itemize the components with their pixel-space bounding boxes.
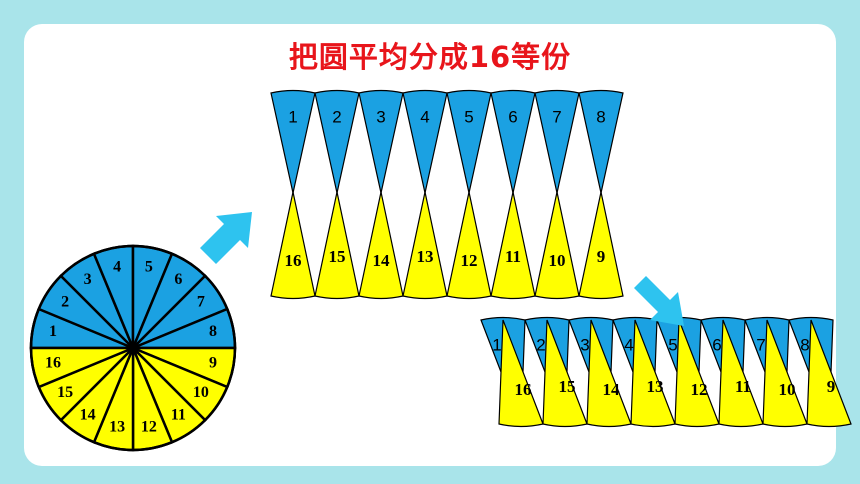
yellow-sector-label: 14 (603, 380, 621, 399)
interleaved-sectors: 1 16 2 15 3 14 4 13 5 12 6 11 7 10 8 9 (480, 316, 852, 428)
blue-sector-label: 3 (580, 335, 589, 354)
blue-sector (446, 89, 492, 194)
yellow-sector (446, 191, 492, 300)
yellow-sector (806, 319, 852, 428)
circle-sector-label: 1 (49, 323, 57, 340)
blue-sector (314, 89, 360, 194)
blue-sector (402, 89, 448, 194)
yellow-sector-label: 12 (691, 380, 708, 399)
circle-sector-label: 4 (113, 259, 121, 276)
blue-sector (578, 89, 624, 194)
yellow-sector (270, 191, 316, 300)
yellow-sector-label: 9 (827, 377, 836, 396)
yellow-sector-label: 11 (735, 377, 751, 396)
circle-sector-label: 14 (80, 407, 96, 424)
circle-sector-label: 16 (45, 355, 61, 372)
circle-sector-label: 15 (57, 384, 73, 401)
blue-sector (358, 89, 404, 194)
circle-sector-label: 9 (209, 355, 217, 372)
blue-sector-label: 1 (288, 107, 297, 126)
circle-sector-label: 13 (109, 419, 125, 436)
circle-sector-label: 11 (171, 407, 186, 424)
blue-sector (490, 89, 536, 194)
blue-sector-label: 7 (756, 335, 765, 354)
blue-sector-label: 3 (376, 107, 385, 126)
blue-sector-label: 5 (464, 107, 473, 126)
blue-sector-label: 6 (712, 335, 721, 354)
yellow-sector-label: 10 (779, 380, 796, 399)
yellow-sector (490, 191, 536, 300)
yellow-sector-label: 13 (417, 247, 434, 266)
yellow-sector-label: 14 (373, 251, 391, 270)
yellow-sector-label: 16 (515, 380, 532, 399)
yellow-sector-label: 11 (505, 247, 521, 266)
blue-sector (270, 89, 316, 194)
yellow-sector-label: 13 (647, 377, 664, 396)
blue-sector-label: 2 (536, 335, 545, 354)
yellow-sector (578, 191, 624, 300)
yellow-sector (534, 191, 580, 300)
blue-sector (534, 89, 580, 194)
blue-sector-label: 6 (508, 107, 517, 126)
yellow-sector-label: 12 (461, 251, 478, 270)
yellow-sector-label: 9 (597, 247, 606, 266)
blue-sector-label: 7 (552, 107, 561, 126)
circle-sector-label: 6 (174, 271, 182, 288)
yellow-sector-label: 15 (329, 247, 346, 266)
circle-outline (29, 244, 237, 452)
arrow-right-up-icon (200, 212, 252, 264)
yellow-sector-label: 10 (549, 251, 566, 270)
arrow-right-down-icon (634, 276, 684, 326)
yellow-sector (358, 191, 404, 300)
blue-sector-label: 4 (624, 335, 633, 354)
separated-sectors: 1 16 2 15 3 14 4 13 5 12 6 11 7 10 8 9 (270, 89, 624, 300)
circle-sector-label: 2 (61, 293, 69, 310)
yellow-sector (314, 191, 360, 300)
page-title: 把圆平均分成16等份 (288, 40, 572, 74)
blue-sector-label: 8 (800, 335, 809, 354)
circle-sector-label: 5 (145, 259, 153, 276)
blue-sector-label: 4 (420, 107, 429, 126)
blue-sector-label: 8 (596, 107, 605, 126)
circle-sector-label: 12 (141, 419, 157, 436)
yellow-sector (402, 191, 448, 300)
circle-sector-label: 7 (197, 293, 205, 310)
blue-sector-label: 2 (332, 107, 341, 126)
blue-sector-label: 5 (668, 335, 677, 354)
circle-sector-label: 8 (209, 323, 217, 340)
blue-sector-label: 1 (492, 335, 501, 354)
yellow-sector-label: 16 (285, 251, 302, 270)
yellow-sector-label: 15 (559, 377, 576, 396)
circle-sector-label: 3 (84, 271, 92, 288)
circle-sector-label: 10 (193, 384, 209, 401)
